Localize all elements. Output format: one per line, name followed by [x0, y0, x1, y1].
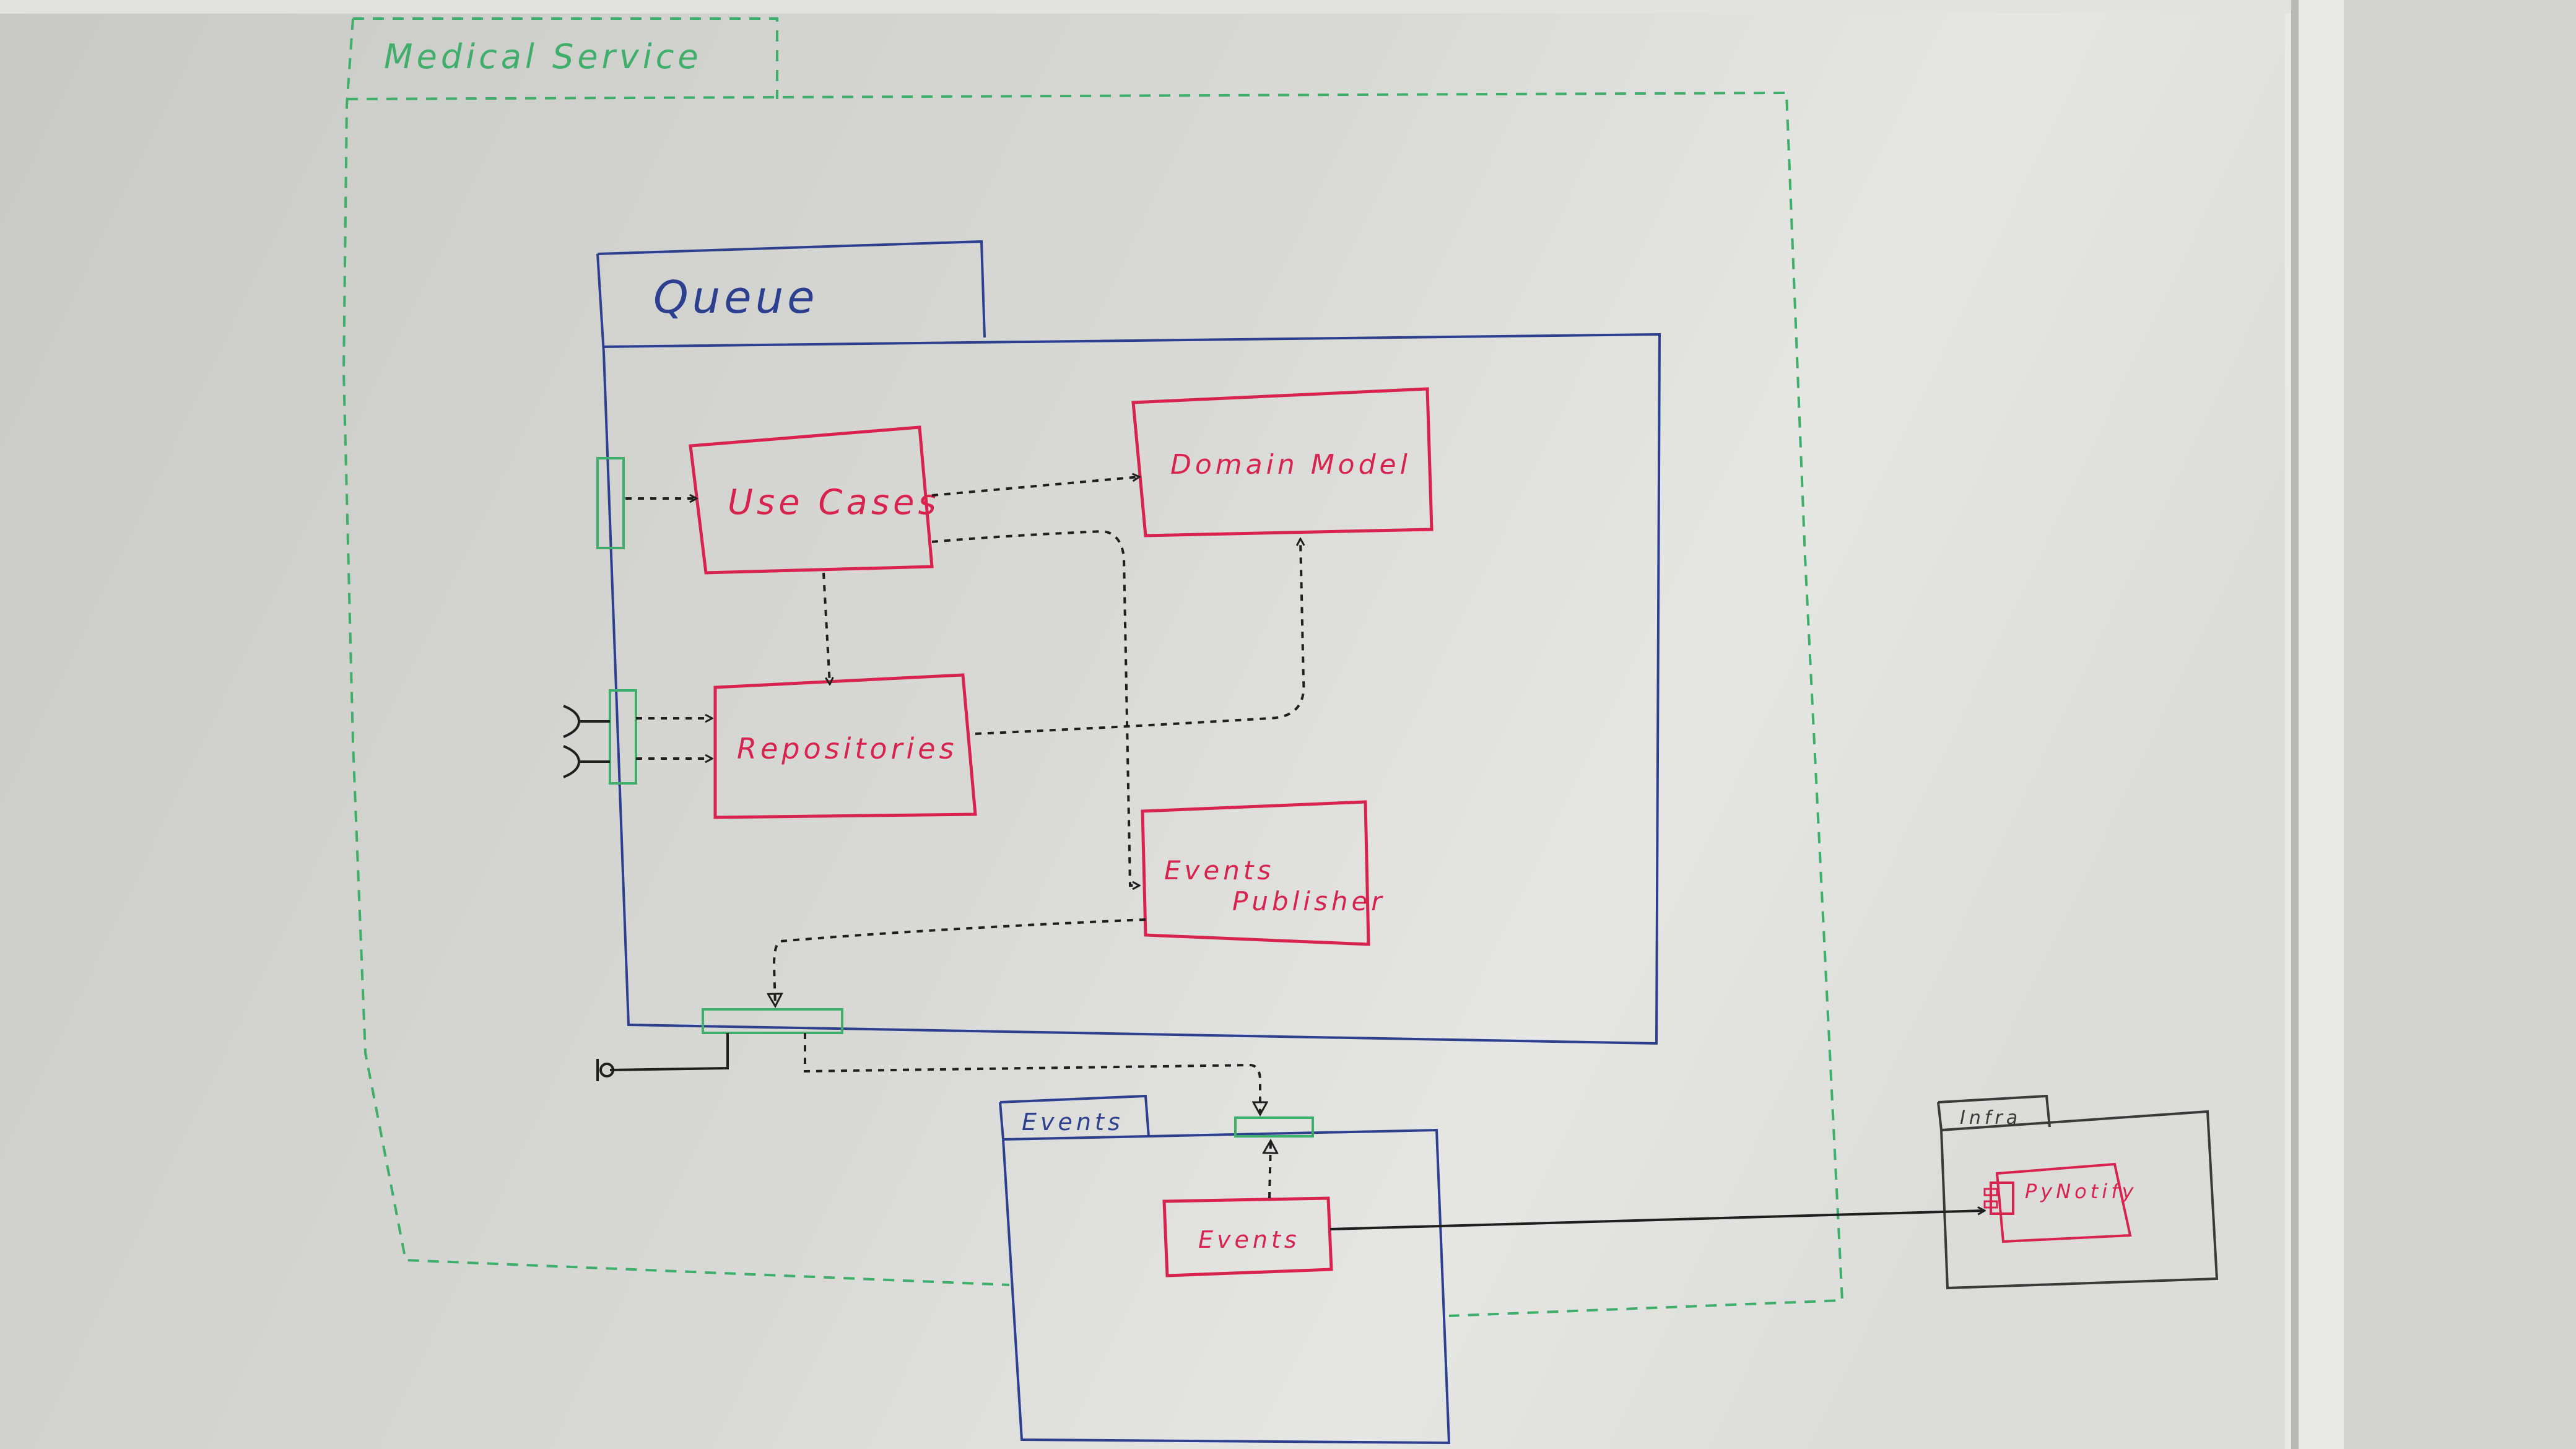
repositories-label: Repositories: [737, 732, 958, 765]
board-top-edge: [0, 0, 2291, 14]
provided-interface: [596, 1033, 729, 1081]
domain-model-label: Domain Model: [1170, 449, 1411, 481]
pynotify-label: PyNotify: [2025, 1180, 2137, 1203]
events-publisher-label-line1: Events: [1164, 855, 1274, 886]
events-package: [999, 1094, 1451, 1445]
events-publisher-label-line2: Publisher: [1232, 886, 1386, 916]
port-to-events-port: [804, 1033, 1260, 1115]
medical-service-boundary: [342, 17, 1844, 1317]
repositories-port: [609, 689, 637, 785]
infra-package-label: Infra: [1960, 1107, 2021, 1129]
events-component-label: Events: [1198, 1226, 1300, 1253]
use-cases-to-events-publisher: [931, 529, 1139, 886]
component-icon-tab-bottom: [1983, 1200, 1998, 1209]
pynotify-component: PyNotify: [1983, 1162, 2137, 1243]
component-icon: [1990, 1181, 2014, 1215]
domain-model-component: Domain Model: [1131, 387, 1434, 537]
ports: [596, 457, 1314, 1138]
events-publisher-component: Events Publisher: [1141, 800, 1386, 946]
lollipop-icon: [599, 1063, 614, 1077]
wall: [2344, 0, 2576, 1449]
use-cases-label: Use Cases: [728, 482, 940, 523]
events-to-events-port: [1269, 1141, 1271, 1199]
events-publisher-to-port: [774, 918, 1146, 1006]
queue-bottom-port: [702, 1008, 843, 1034]
use-cases-component: Use Cases: [689, 425, 940, 575]
events-package-label: Events: [1022, 1108, 1124, 1136]
queue-package-label: Queue: [653, 271, 819, 323]
repositories-component: Repositories: [713, 673, 977, 819]
events-to-pynotify: [1329, 1211, 1985, 1230]
use-cases-to-domain-model: [931, 477, 1139, 497]
dependencies: [625, 477, 1305, 1199]
board-surface: [0, 0, 2334, 1449]
component-icon-tab-top: [1983, 1188, 1998, 1196]
use-cases-port: [596, 457, 625, 549]
events-port: [1234, 1116, 1314, 1138]
repositories-to-domain-model: [975, 539, 1305, 735]
required-interfaces: [563, 705, 610, 778]
events-component: Events: [1162, 1196, 1333, 1277]
infra-package: [1937, 1094, 2219, 1290]
board-frame-edge: [2291, 0, 2299, 1449]
medical-service-label: Medical Service: [384, 37, 702, 76]
queue-package: [596, 240, 1661, 1045]
